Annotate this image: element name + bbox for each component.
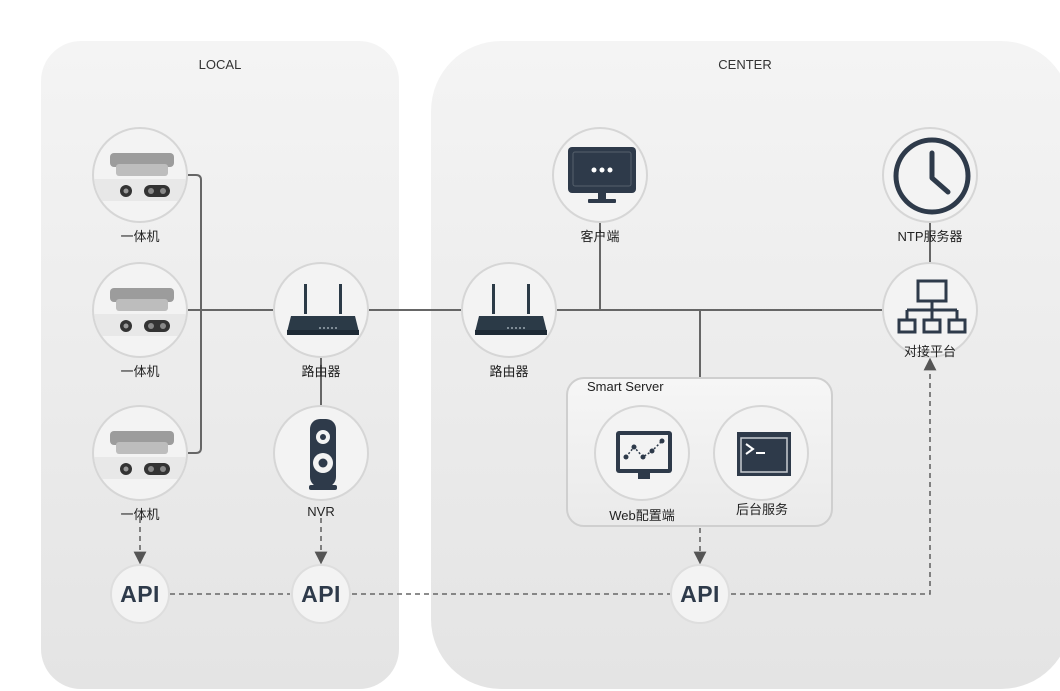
network-hierarchy-icon (897, 279, 967, 334)
ntp-node[interactable] (882, 127, 978, 223)
router-center-node[interactable] (461, 262, 557, 358)
ntp-label: NTP服务器 (897, 229, 963, 244)
nvr-speaker-icon (309, 419, 337, 490)
camera-device-icon (94, 153, 186, 201)
monitor-icon (568, 147, 636, 203)
camera-label-3: 一体机 (120, 507, 160, 522)
nvr-node[interactable] (273, 405, 369, 501)
camera-label-1: 一体机 (120, 229, 160, 244)
router-local-node[interactable] (273, 262, 369, 358)
platform-node[interactable] (882, 262, 978, 358)
camera-label-2: 一体机 (120, 364, 160, 379)
smart-server-title: Smart Server (587, 379, 664, 394)
client-node[interactable] (552, 127, 648, 223)
web-config-label: Web配置端 (609, 508, 675, 523)
center-zone-title: CENTER (718, 57, 772, 72)
camera-node-3[interactable] (92, 405, 188, 501)
client-label: 客户端 (580, 229, 620, 244)
monitor-chart-icon (616, 431, 672, 479)
web-config-node[interactable] (594, 405, 690, 501)
api-platform-dashed (731, 357, 937, 595)
camera-bracket-line (188, 174, 202, 454)
router-icon (475, 284, 547, 335)
camera-device-icon (94, 288, 186, 336)
backend-label: 后台服务 (735, 502, 789, 517)
backend-node[interactable] (713, 405, 809, 501)
clock-icon (893, 137, 971, 215)
local-zone-title: LOCAL (198, 57, 242, 72)
nvr-label: NVR (307, 504, 335, 519)
camera-node-2[interactable] (92, 262, 188, 358)
api-node-nvr[interactable]: API (291, 564, 351, 624)
platform-label: 对接平台 (903, 344, 957, 359)
camera-node-1[interactable] (92, 127, 188, 223)
router-icon (287, 284, 359, 335)
api-node-local[interactable]: API (110, 564, 170, 624)
router-center-label: 路由器 (489, 364, 529, 379)
camera-device-icon (94, 431, 186, 479)
api-node-center[interactable]: API (670, 564, 730, 624)
terminal-icon (737, 432, 791, 476)
router-local-label: 路由器 (301, 364, 341, 379)
